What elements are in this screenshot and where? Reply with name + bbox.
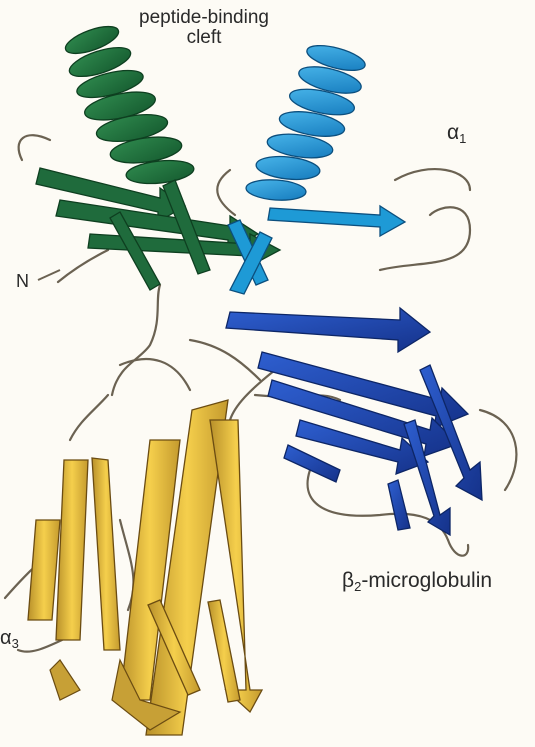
cleft-label-line2: cleft — [124, 28, 284, 48]
alpha3-label: α3 — [0, 628, 19, 651]
cleft-label-line1: peptide-binding — [124, 8, 284, 28]
beta2-microglobulin-label: β2-microglobulin — [342, 570, 492, 594]
alpha3-subscript: 3 — [12, 636, 19, 651]
peptide-binding-cleft-label: peptide-binding cleft — [124, 8, 284, 48]
alpha1-label: α1 — [447, 122, 466, 146]
b2m-symbol: β — [342, 569, 354, 592]
alpha3-domain — [28, 400, 262, 735]
n-terminus-leader — [38, 270, 60, 280]
beta2-microglobulin-domain — [226, 308, 482, 535]
n-terminus-label: N — [16, 272, 29, 291]
alpha1-subscript: 1 — [459, 131, 466, 146]
alpha1-domain — [228, 41, 405, 294]
alpha3-symbol: α — [0, 627, 12, 649]
alpha1-symbol: α — [447, 121, 459, 144]
b2m-suffix: -microglobulin — [361, 569, 492, 592]
